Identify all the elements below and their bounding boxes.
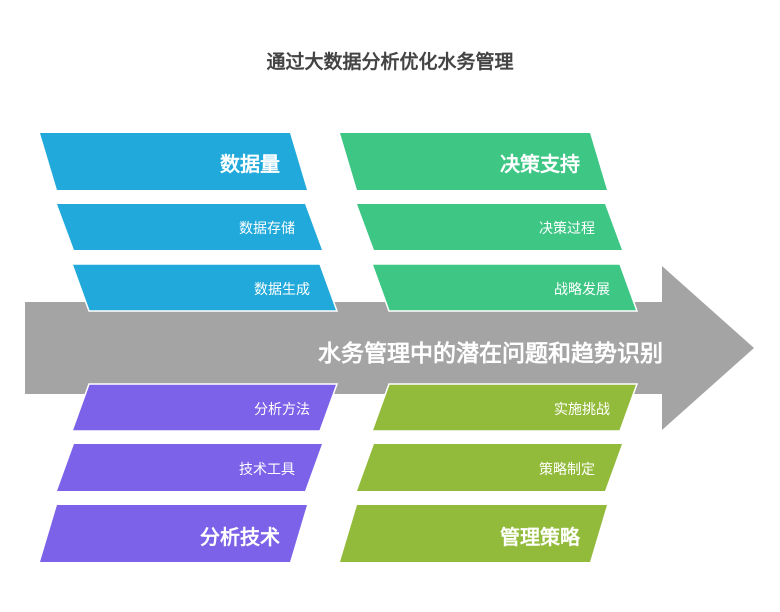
category-title-data-volume: 数据量 bbox=[220, 152, 280, 176]
item-label-tech-tools: 技术工具 bbox=[239, 462, 295, 478]
category-box-management-strategy bbox=[340, 505, 607, 562]
item-box-implementation-challenge bbox=[370, 383, 639, 432]
spine-label: 水务管理中的潜在问题和趋势识别 bbox=[318, 341, 663, 367]
item-box-analysis-method bbox=[70, 383, 339, 432]
item-box-strategy-formulation bbox=[357, 444, 622, 491]
category-title-analysis-tech: 分析技术 bbox=[200, 525, 280, 549]
item-box-data-generation bbox=[70, 263, 339, 312]
item-box-strategic-development bbox=[370, 263, 639, 312]
diagram-title: 通过大数据分析优化水务管理 bbox=[266, 51, 514, 73]
item-box-data-storage bbox=[57, 204, 322, 250]
category-box-decision-support bbox=[340, 133, 607, 190]
category-title-decision-support: 决策支持 bbox=[500, 152, 580, 176]
category-title-management-strategy: 管理策略 bbox=[500, 525, 580, 549]
item-label-analysis-method: 分析方法 bbox=[254, 402, 310, 418]
item-label-decision-process: 决策过程 bbox=[539, 221, 595, 237]
category-box-analysis-tech bbox=[40, 505, 307, 562]
item-box-decision-process bbox=[357, 204, 622, 250]
item-label-implementation-challenge: 实施挑战 bbox=[554, 402, 610, 418]
item-label-data-generation: 数据生成 bbox=[254, 282, 310, 298]
item-label-data-storage: 数据存储 bbox=[239, 221, 295, 237]
item-label-strategy-formulation: 策略制定 bbox=[539, 462, 595, 478]
category-box-data-volume bbox=[40, 133, 307, 190]
item-box-tech-tools bbox=[57, 444, 322, 491]
item-label-strategic-development: 战略发展 bbox=[554, 282, 610, 298]
